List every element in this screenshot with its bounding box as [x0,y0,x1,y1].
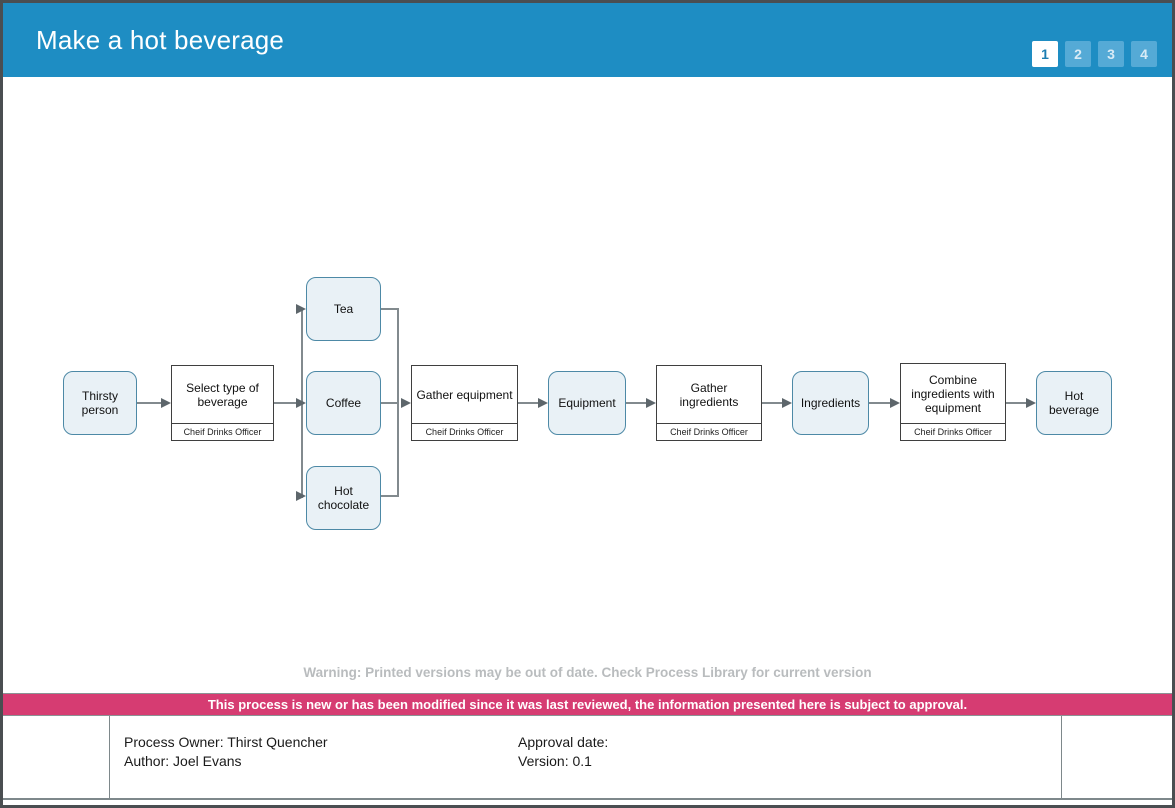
role-label: Cheif Drinks Officer [901,423,1005,440]
footer-table: Process Owner: Thirst Quencher Author: J… [3,716,1172,800]
connector-line [137,402,163,404]
printed-version-warning: Warning: Printed versions may be out of … [303,665,872,680]
node-gather-ingredients[interactable]: Gather ingredients Cheif Drinks Officer [656,365,762,441]
connector-line [381,495,399,497]
connector-line [381,308,399,310]
connector-line [518,402,540,404]
activity-label: Combine ingredients with equipment [911,372,995,415]
arrowhead-icon [296,491,306,501]
arrowhead-icon [296,304,306,314]
connector-line [1006,402,1028,404]
arrowhead-icon [890,398,900,408]
node-select-type-of-beverage[interactable]: Select type of beverage Cheif Drinks Off… [171,365,274,441]
page-navigation: 1 2 3 4 [1032,41,1157,67]
footer-cell-metadata: Process Owner: Thirst Quencher Author: J… [110,716,1062,798]
activity-label: Gather ingredients [679,380,739,409]
footer-cell-empty-right [1062,716,1172,798]
activity-label: Gather equipment [416,387,513,402]
connector-line [762,402,784,404]
connector-line [274,402,303,404]
connector-line [868,402,892,404]
arrowhead-icon [538,398,548,408]
page-button-3[interactable]: 3 [1098,41,1124,67]
arrowhead-icon [161,398,171,408]
page-button-4[interactable]: 4 [1131,41,1157,67]
arrowhead-icon [401,398,411,408]
node-equipment[interactable]: Equipment [548,371,626,435]
connector-line [626,402,648,404]
arrowhead-icon [646,398,656,408]
node-tea[interactable]: Tea [306,277,381,341]
page-button-1[interactable]: 1 [1032,41,1058,67]
flowchart-canvas: Thirsty person Select type of beverage C… [3,3,1172,805]
node-thirsty-person[interactable]: Thirsty person [63,371,137,435]
arrowhead-icon [782,398,792,408]
version-label: Version: 0.1 [518,753,592,769]
role-label: Cheif Drinks Officer [172,423,273,440]
node-hot-chocolate[interactable]: Hot chocolate [306,466,381,530]
footer-cell-empty-left [3,716,110,798]
arrowhead-icon [296,398,306,408]
node-combine-ingredients[interactable]: Combine ingredients with equipment Cheif… [900,363,1006,441]
page-button-2[interactable]: 2 [1065,41,1091,67]
page-title: Make a hot beverage [36,25,285,55]
author-label: Author: Joel Evans [124,753,242,769]
node-ingredients[interactable]: Ingredients [792,371,869,435]
process-owner-label: Process Owner: Thirst Quencher [124,734,328,750]
node-hot-beverage[interactable]: Hot beverage [1036,371,1112,435]
role-label: Cheif Drinks Officer [412,423,517,440]
connector-line [381,402,399,404]
node-coffee[interactable]: Coffee [306,371,381,435]
activity-label: Select type of beverage [186,380,259,409]
arrowhead-icon [1026,398,1036,408]
branch-merge-line [397,308,399,497]
header-bar: Make a hot beverage 1 2 3 4 [3,3,1172,77]
approval-banner: This process is new or has been modified… [3,693,1172,716]
role-label: Cheif Drinks Officer [657,423,761,440]
approval-date-label: Approval date: [518,734,609,750]
node-gather-equipment[interactable]: Gather equipment Cheif Drinks Officer [411,365,518,441]
